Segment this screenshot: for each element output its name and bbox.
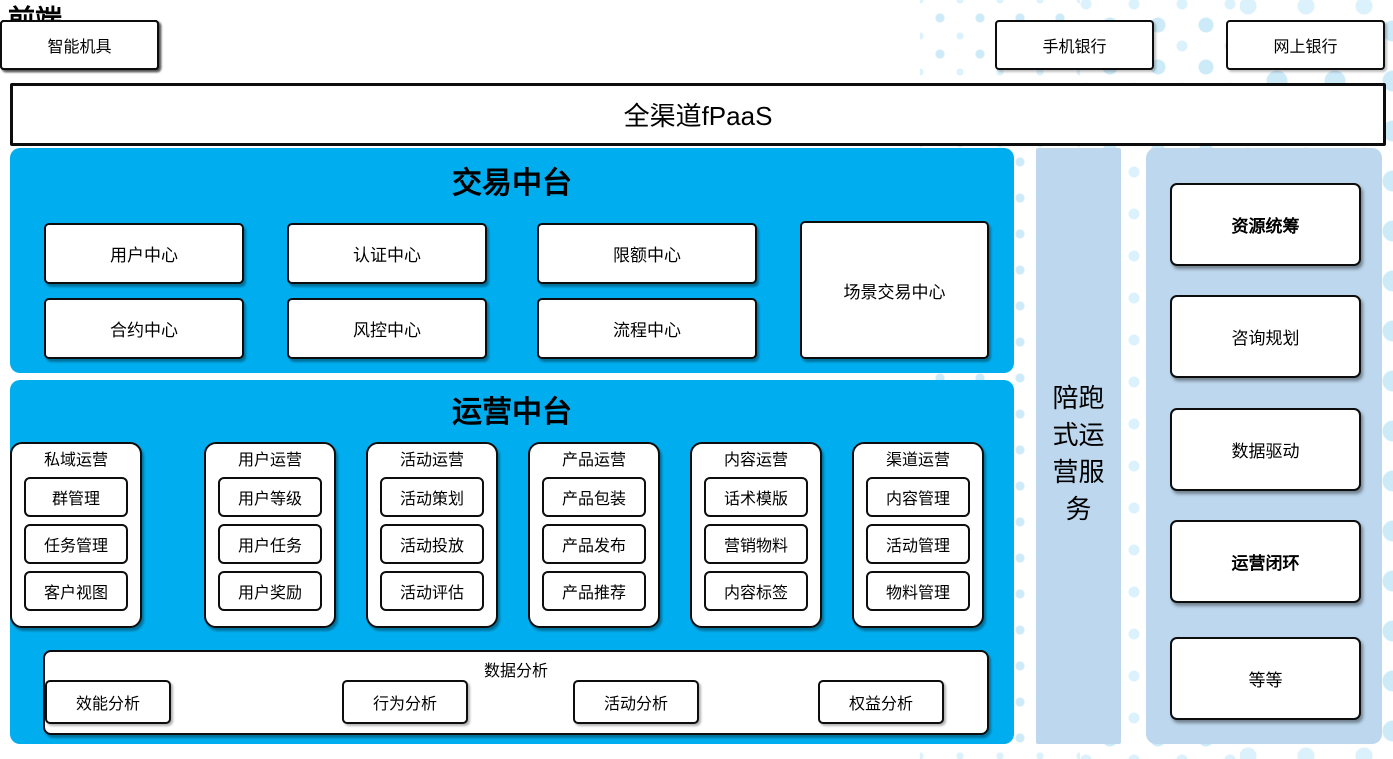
- ops-item: 活动管理: [866, 524, 970, 564]
- box-risk-center: 风控中心: [287, 298, 487, 359]
- ops-item: 营销物料: [704, 524, 808, 564]
- ops-column-activity: 活动运营 活动策划 活动投放 活动评估: [366, 442, 498, 628]
- ops-column-product: 产品运营 产品包装 产品发布 产品推荐: [528, 442, 660, 628]
- box-operation-loop: 运营闭环: [1170, 520, 1361, 603]
- service-panel: 资源统筹 咨询规划 数据驱动 运营闭环 等等: [1146, 148, 1382, 744]
- box-consulting-planning: 咨询规划: [1170, 295, 1361, 378]
- ops-item: 任务管理: [24, 524, 128, 564]
- trade-platform-section: 交易中台 用户中心 认证中心 限额中心 合约中心 风控中心 流程中心 场景交易中…: [10, 148, 1014, 373]
- ops-item: 内容标签: [704, 571, 808, 611]
- channel-box-smart-devices: 智能机具: [0, 20, 159, 70]
- ops-column-header: 用户运营: [237, 452, 302, 469]
- ops-item: 产品发布: [542, 524, 646, 564]
- box-etc: 等等: [1170, 637, 1361, 720]
- ops-item: 产品包装: [542, 477, 646, 517]
- ops-column-content: 内容运营 话术模版 营销物料 内容标签: [690, 442, 822, 628]
- box-auth-center: 认证中心: [287, 223, 487, 284]
- data-analysis-panel: 数据分析 行为分析 活动分析 权益分析 效能分析: [43, 650, 989, 735]
- companion-service-bar: 陪跑式运营服务: [1036, 148, 1121, 744]
- ops-item: 物料管理: [866, 571, 970, 611]
- box-user-center: 用户中心: [44, 223, 244, 284]
- box-efficiency-analysis: 效能分析: [45, 680, 171, 724]
- box-contract-center: 合约中心: [44, 298, 244, 359]
- ops-item: 活动评估: [380, 571, 484, 611]
- box-behavior-analysis: 行为分析: [342, 680, 468, 724]
- ops-column-user: 用户运营 用户等级 用户任务 用户奖励: [204, 442, 336, 628]
- operations-platform-title: 运营中台: [452, 395, 572, 430]
- ops-item: 活动投放: [380, 524, 484, 564]
- operations-platform-section: 运营中台 用户运营 用户等级 用户任务 用户奖励 活动运营 活动策划 活动投放 …: [10, 380, 1014, 744]
- ops-item: 活动策划: [380, 477, 484, 517]
- ops-item: 内容管理: [866, 477, 970, 517]
- ops-column-header: 内容运营: [723, 452, 788, 469]
- ops-column-header: 私域运营: [43, 452, 108, 469]
- channel-box-online-banking: 网上银行: [1226, 20, 1385, 70]
- box-benefit-analysis: 权益分析: [818, 680, 944, 724]
- ops-item: 用户任务: [218, 524, 322, 564]
- box-limit-center: 限额中心: [537, 223, 757, 284]
- ops-item: 话术模版: [704, 477, 808, 517]
- companion-service-label: 陪跑式运营服务: [1052, 383, 1105, 524]
- box-data-driven: 数据驱动: [1170, 408, 1361, 491]
- ops-column-header: 渠道运营: [885, 452, 950, 469]
- ops-item: 客户视图: [24, 571, 128, 611]
- ops-column-header: 活动运营: [399, 452, 464, 469]
- trade-platform-title: 交易中台: [452, 166, 572, 201]
- ops-column-private-domain: 私域运营 群管理 任务管理 客户视图: [10, 442, 142, 628]
- fpaas-bar: 全渠道fPaaS: [10, 83, 1386, 146]
- box-process-center: 流程中心: [537, 298, 757, 359]
- ops-item: 用户等级: [218, 477, 322, 517]
- ops-item: 用户奖励: [218, 571, 322, 611]
- channel-box-mobile-banking: 手机银行: [995, 20, 1154, 70]
- ops-item: 产品推荐: [542, 571, 646, 611]
- ops-column-header: 产品运营: [561, 452, 626, 469]
- box-scenario-trade-center: 场景交易中心: [800, 221, 989, 359]
- ops-item: 群管理: [24, 477, 128, 517]
- ops-column-channel: 渠道运营 内容管理 活动管理 物料管理: [852, 442, 984, 628]
- box-resource-coordination: 资源统筹: [1170, 183, 1361, 266]
- data-analysis-title: 数据分析: [483, 663, 548, 680]
- box-activity-analysis: 活动分析: [573, 680, 699, 724]
